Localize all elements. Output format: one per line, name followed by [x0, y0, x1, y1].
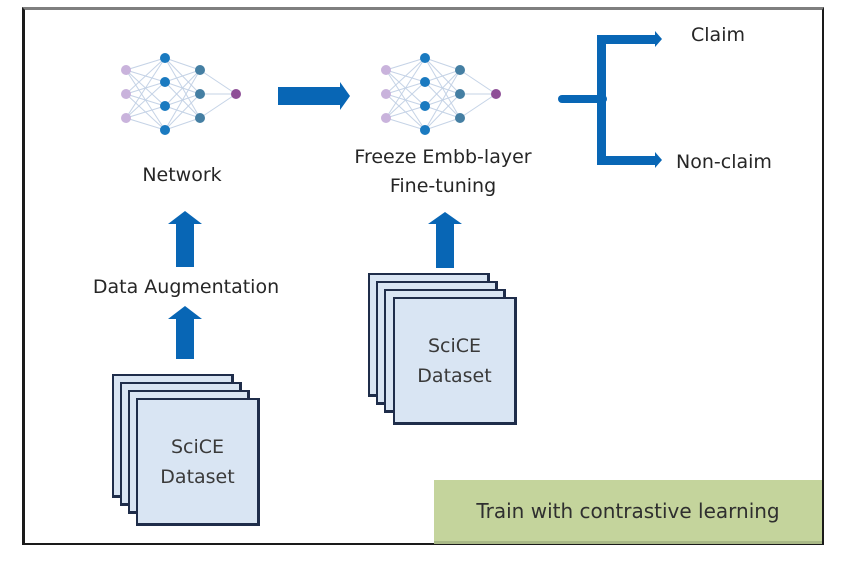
network-edge [424, 57, 461, 71]
network-node [455, 65, 465, 75]
network-node [195, 113, 205, 123]
network-node [420, 53, 430, 63]
network-edge [199, 93, 237, 119]
network-node [160, 53, 170, 63]
data-augmentation-label: Data Augmentation [92, 276, 280, 298]
neural-network-icon-pretrain [121, 53, 241, 135]
network-edge [199, 69, 237, 95]
network-node [455, 89, 465, 99]
network-node [420, 101, 430, 111]
neural-network-icon-finetune [381, 53, 501, 135]
network-node [381, 113, 391, 123]
freeze-embedding-label: Freeze Embb-layer [354, 146, 532, 168]
network-node [121, 65, 131, 75]
network-edge [125, 57, 166, 119]
network-edge [125, 105, 166, 119]
network-edge [164, 93, 201, 131]
dataset-sheet-front: SciCE Dataset [393, 297, 517, 425]
network-edge [125, 57, 166, 95]
network-edge [424, 69, 461, 83]
dataset-name: SciCE [427, 334, 482, 357]
network-edge [164, 69, 201, 83]
training-method-label: Train with contrastive learning [476, 498, 780, 523]
network-edge [424, 69, 461, 107]
network-node [231, 89, 241, 99]
network-node [160, 125, 170, 135]
network-edge [385, 57, 426, 95]
network-edge [164, 69, 201, 131]
arrow-up-augmentation-to-network [168, 211, 202, 267]
network-edge [164, 117, 201, 131]
fine-tuning-label: Fine-tuning [389, 175, 497, 197]
network-edge [459, 69, 497, 95]
non-claim-output-label: Non-claim [676, 151, 772, 173]
dataset-sheet-front: SciCE Dataset [136, 398, 260, 526]
network-edge [385, 57, 426, 71]
network-node [121, 113, 131, 123]
network-node [195, 65, 205, 75]
arrow-right-network-to-finetune [278, 82, 350, 110]
network-edge [424, 69, 461, 131]
network-edge [385, 81, 426, 119]
network-node [420, 125, 430, 135]
dataset-name: SciCE [170, 435, 225, 458]
network-edge [164, 69, 201, 107]
network-edge [385, 117, 426, 131]
network-node [381, 89, 391, 99]
network-node [121, 89, 131, 99]
network-node [381, 65, 391, 75]
network-node [491, 89, 501, 99]
network-node [160, 101, 170, 111]
arrow-up-dataset-to-augmentation [168, 306, 202, 359]
fork-arrow-to-outputs [558, 31, 662, 168]
network-edge [385, 105, 426, 119]
network-edge [424, 93, 461, 131]
arrow-up-dataset-to-finetune [428, 212, 462, 268]
network-edge [459, 93, 497, 119]
network-node [420, 77, 430, 87]
network-node [195, 89, 205, 99]
network-edge [424, 117, 461, 131]
training-method-box: Train with contrastive learning [434, 480, 822, 544]
network-edge [164, 57, 201, 71]
network-node [160, 77, 170, 87]
claim-output-label: Claim [691, 24, 745, 46]
dataset-word: Dataset [417, 364, 492, 387]
diagram-frame [22, 7, 824, 545]
dataset-word: Dataset [160, 465, 235, 488]
network-node [455, 113, 465, 123]
network-edge [125, 117, 166, 131]
network-edge [385, 57, 426, 119]
network-edge [125, 57, 166, 71]
network-label: Network [142, 164, 222, 186]
network-edge [125, 81, 166, 119]
